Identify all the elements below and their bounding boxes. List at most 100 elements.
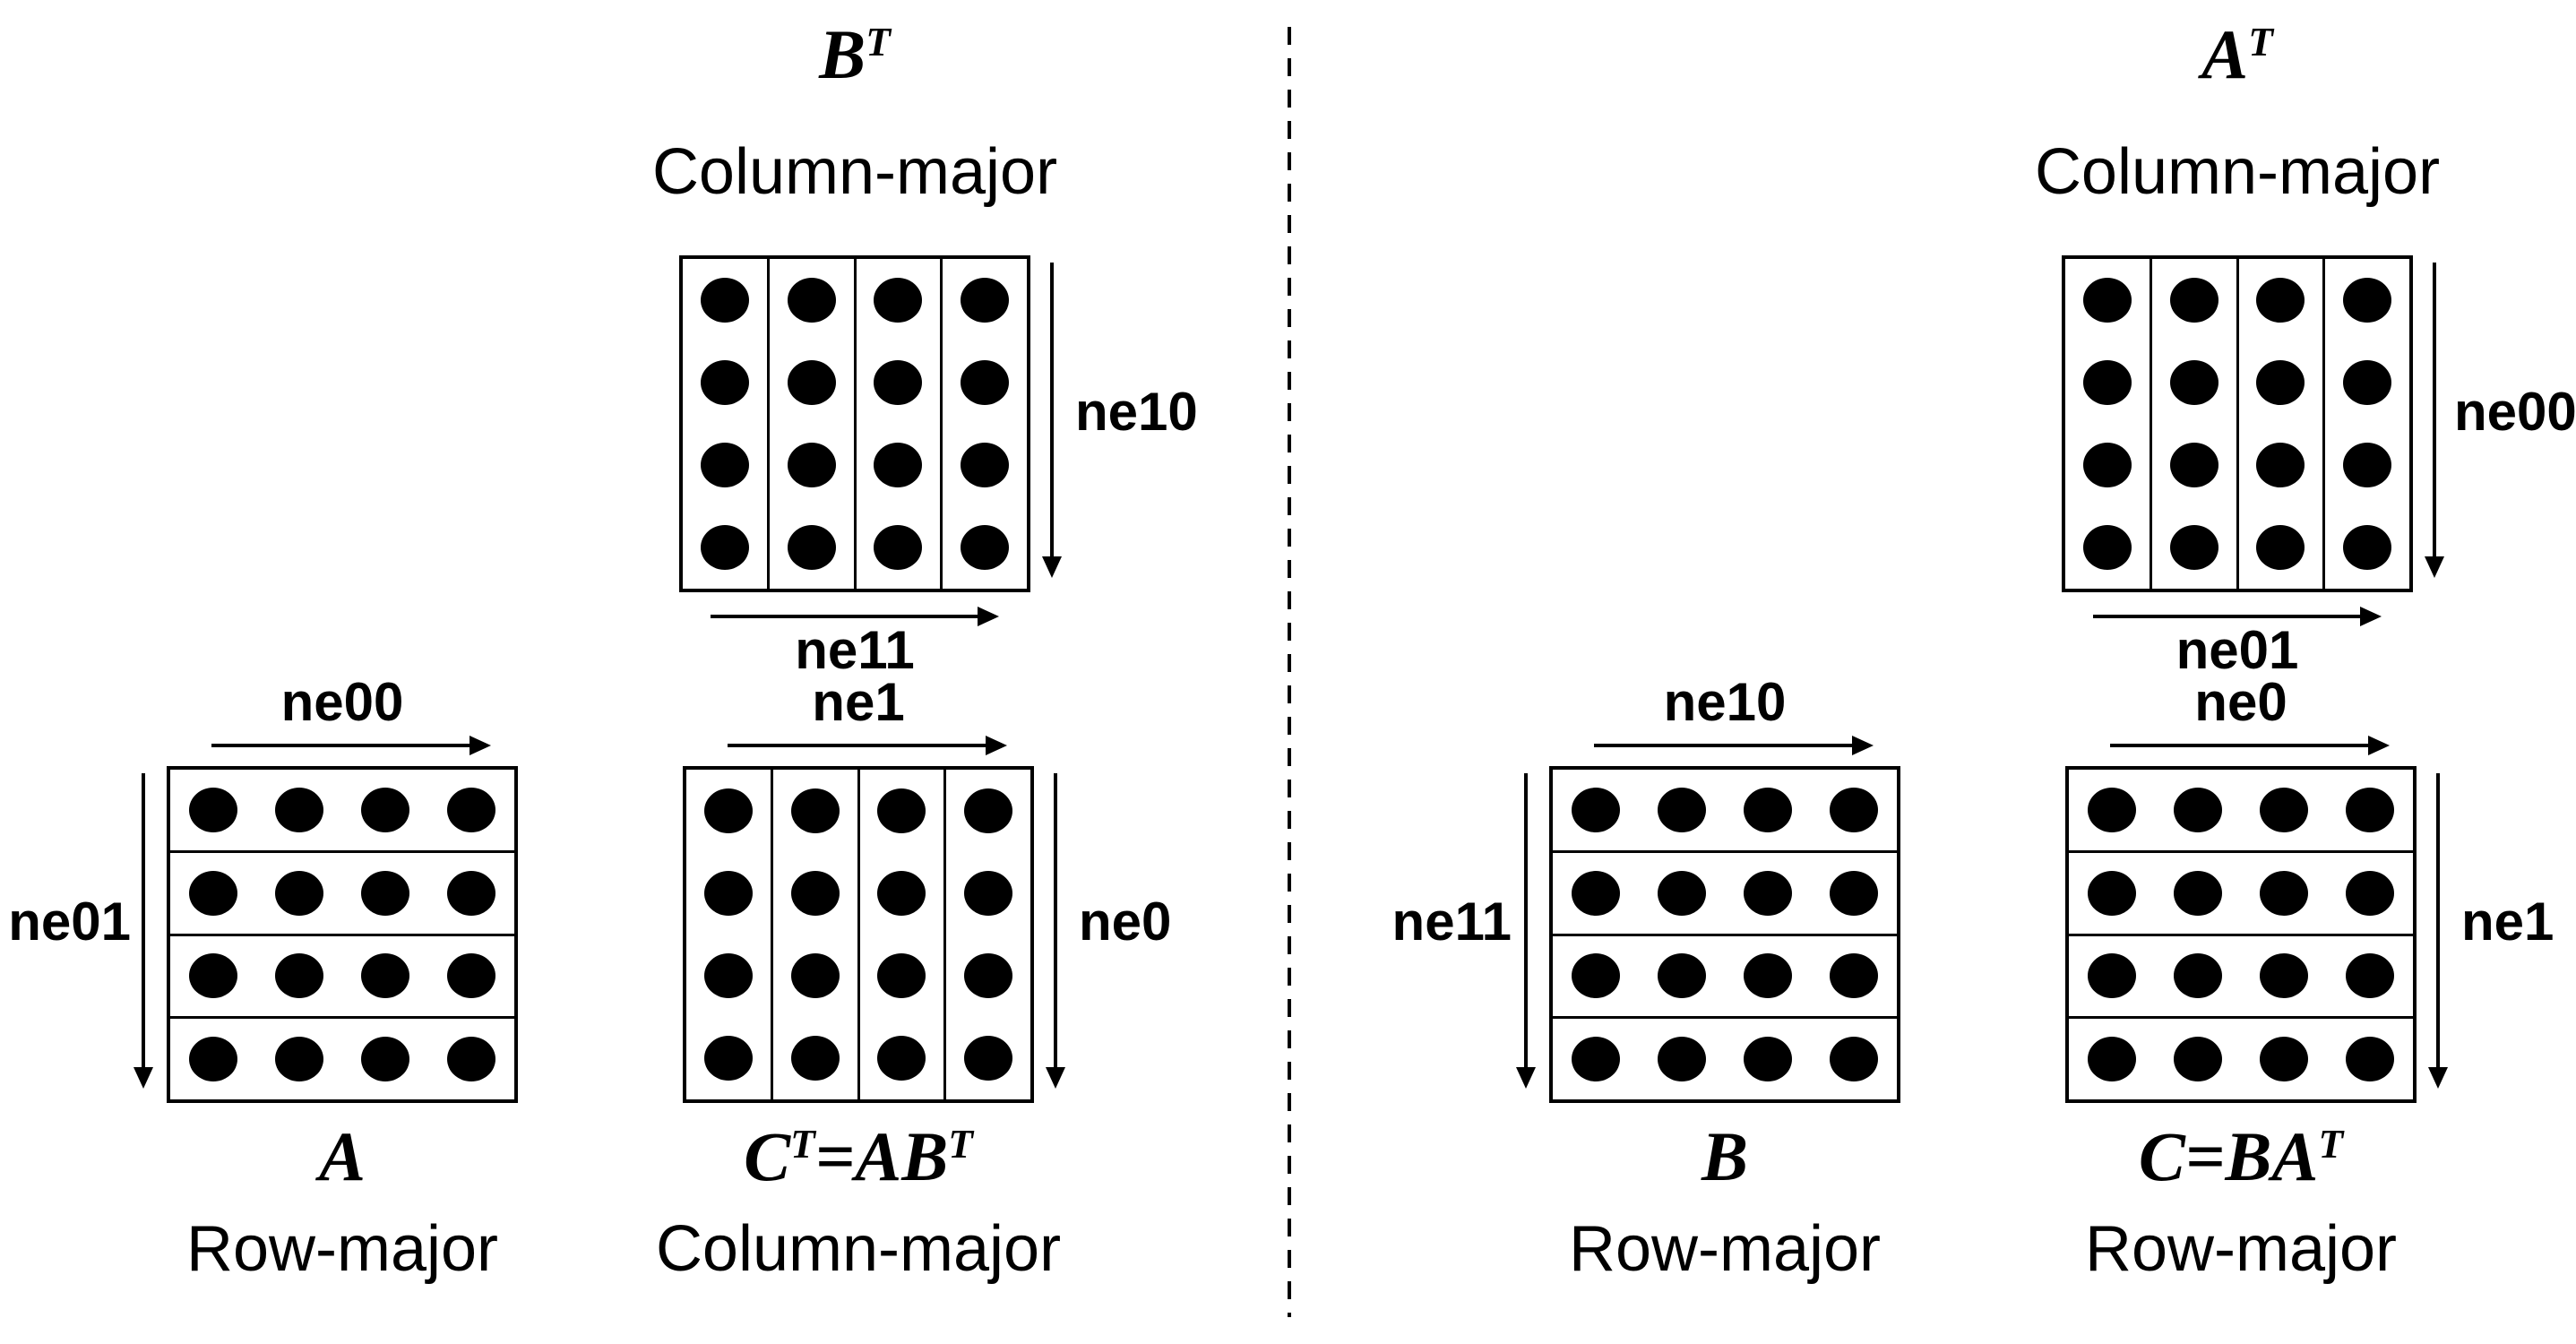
matrix-element-dot	[2082, 278, 2132, 323]
matrix-element-dot	[2346, 870, 2394, 916]
matrix-element-dot	[189, 953, 237, 999]
matrix-element-dot	[961, 443, 1010, 487]
matrix-element-dot	[2169, 443, 2218, 487]
matrix-element-dot	[787, 360, 836, 405]
matrix-row-strip	[1553, 1019, 1897, 1099]
arrow-right-icon	[728, 736, 1007, 755]
matrix-element-dot	[961, 278, 1010, 323]
matrix-row-strip	[170, 1019, 514, 1099]
matrix-element-dot	[1744, 787, 1792, 832]
matrix-element-dot	[2174, 953, 2222, 999]
arrow-down-icon	[2428, 773, 2448, 1089]
arrow-down-icon	[1042, 263, 1062, 578]
matrix-element-dot	[961, 360, 1010, 405]
matrix-element-dot	[874, 525, 923, 570]
matrix-element-dot	[877, 1036, 926, 1081]
storage-order-label: Column-major	[2034, 136, 2441, 208]
matrix-element-dot	[700, 360, 749, 405]
matrix-row-strip	[2069, 853, 2413, 936]
matrix-element-dot	[961, 525, 1010, 570]
matrix-element-dot	[964, 953, 1013, 998]
storage-order-label: Row-major	[2084, 1213, 2398, 1285]
matrix-element-dot	[2082, 443, 2132, 487]
matrix-element-dot	[2346, 787, 2394, 832]
matrix-element-dot	[2260, 1037, 2308, 1082]
panel-divider	[1288, 27, 1291, 1317]
matrix-element-dot	[790, 1036, 840, 1081]
matrix-element-dot	[877, 953, 926, 998]
matrix-row-strip	[2069, 936, 2413, 1020]
matrix-name-label: C=BAT	[1994, 1116, 2488, 1198]
matrix-element-dot	[2082, 360, 2132, 405]
matrix-element-dot	[703, 788, 753, 833]
storage-order-label: Row-major	[185, 1213, 499, 1285]
dim-label: ne1	[812, 672, 905, 732]
matrix-name-sup: T	[866, 20, 891, 65]
matrix-element-dot	[787, 443, 836, 487]
matrix-element-dot	[361, 953, 409, 999]
matrix-name-part: A	[2201, 15, 2249, 93]
arrow-down-icon	[1046, 773, 1065, 1089]
matrix-name-part: B	[819, 15, 866, 93]
matrix-element-dot	[2088, 870, 2136, 916]
matrix-column-strip	[2065, 259, 2152, 589]
matrix-row-strip	[2069, 1019, 2413, 1099]
matrix-element-dot	[2256, 525, 2305, 570]
matrix-element-dot	[275, 787, 323, 832]
matrix-element-dot	[964, 1036, 1013, 1081]
matrix-element-dot	[790, 871, 840, 916]
matrix-name-part: C=BA	[2138, 1117, 2319, 1195]
arrow-right-icon	[1594, 736, 1874, 755]
matrix-element-dot	[447, 787, 495, 832]
matrix-element-dot	[2174, 870, 2222, 916]
dim-label: ne01	[2175, 620, 2299, 680]
matrix-element-dot	[447, 870, 495, 916]
matrix-element-dot	[447, 953, 495, 999]
matrix-c	[2065, 766, 2417, 1103]
dim-label: ne1	[2461, 892, 2554, 952]
matrix-name-part: B	[1701, 1117, 1749, 1195]
storage-order-label: Column-major	[655, 1213, 1062, 1285]
storage-order-label: Row-major	[1568, 1213, 1882, 1285]
matrix-element-dot	[2082, 525, 2132, 570]
storage-order-label: Column-major	[651, 136, 1058, 208]
matrix-name-label: B	[1478, 1116, 1972, 1198]
matrix-row-strip	[170, 936, 514, 1020]
matrix-b-transpose	[679, 255, 1030, 592]
matrix-b	[1549, 766, 1900, 1103]
dim-label: ne00	[2454, 382, 2576, 442]
matrix-column-strip	[943, 259, 1027, 589]
matrix-element-dot	[2260, 870, 2308, 916]
matrix-element-dot	[1658, 787, 1706, 832]
matrix-element-dot	[1572, 787, 1620, 832]
matrix-element-dot	[1830, 953, 1878, 999]
matrix-row-strip	[1553, 853, 1897, 936]
matrix-element-dot	[361, 787, 409, 832]
dim-label: ne10	[1663, 672, 1787, 732]
matrix-element-dot	[2346, 953, 2394, 999]
matrix-element-dot	[275, 1037, 323, 1082]
matrix-column-strip	[860, 770, 947, 1099]
arrow-right-icon	[711, 607, 999, 626]
matrix-element-dot	[2174, 1037, 2222, 1082]
matrix-element-dot	[964, 788, 1013, 833]
matrix-element-dot	[1830, 870, 1878, 916]
matrix-element-dot	[1658, 953, 1706, 999]
matrix-element-dot	[189, 870, 237, 916]
matrix-row-strip	[1553, 936, 1897, 1020]
matrix-name-label: BT	[607, 13, 1102, 96]
matrix-element-dot	[2088, 787, 2136, 832]
matrix-column-strip	[2152, 259, 2239, 589]
matrix-element-dot	[2260, 953, 2308, 999]
matrix-element-dot	[1744, 870, 1792, 916]
arrow-down-icon	[1516, 773, 1536, 1089]
matrix-element-dot	[874, 360, 923, 405]
matrix-row-strip	[1553, 770, 1897, 853]
matrix-column-strip	[2325, 259, 2409, 589]
matrix-name-part: =AB	[814, 1117, 949, 1195]
matrix-element-dot	[787, 525, 836, 570]
arrow-right-icon	[2093, 607, 2382, 626]
matrix-element-dot	[700, 525, 749, 570]
matrix-name-part: C	[744, 1117, 791, 1195]
matrix-name-part: A	[318, 1117, 366, 1195]
